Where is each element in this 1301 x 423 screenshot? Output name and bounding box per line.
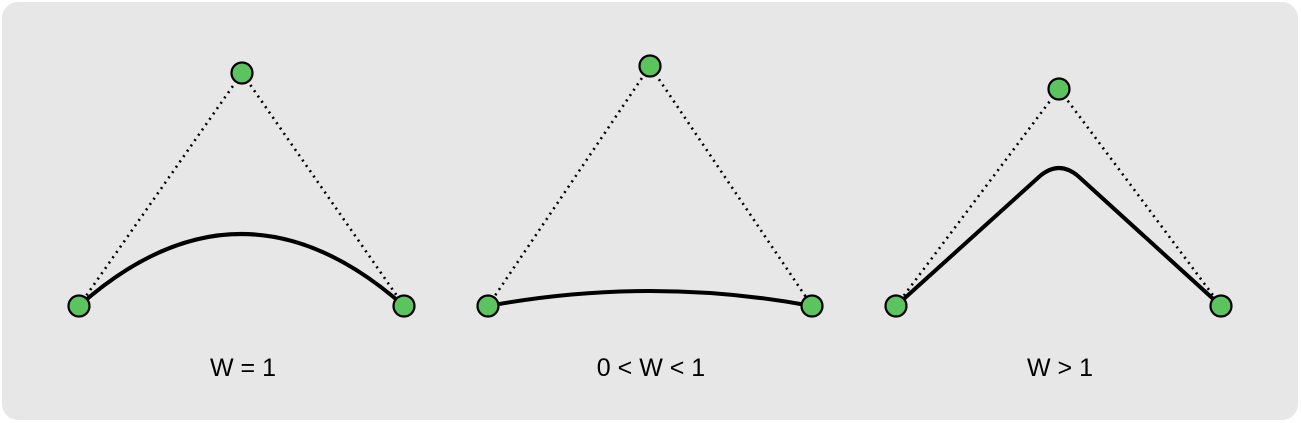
curve [894,166,1223,308]
curve [487,289,813,308]
caption: W = 1 [210,354,276,382]
curve [77,232,406,308]
panel-w-greater-than-1: W > 1 [884,77,1233,382]
caption: 0 < W < 1 [597,354,705,382]
control-point [67,294,91,318]
control-polygon [894,86,1223,307]
panel-w-between-0-and-1: 0 < W < 1 [476,54,824,382]
control-point [230,61,254,85]
control-point [1047,77,1071,101]
control-point [1209,294,1233,318]
caption: W > 1 [1027,354,1093,382]
control-point [884,294,908,318]
control-point [392,294,416,318]
control-polygon [486,63,814,307]
panel-w-equals-1: W = 1 [67,61,416,382]
control-point [800,294,824,318]
control-point [476,294,500,318]
control-point [638,54,662,78]
